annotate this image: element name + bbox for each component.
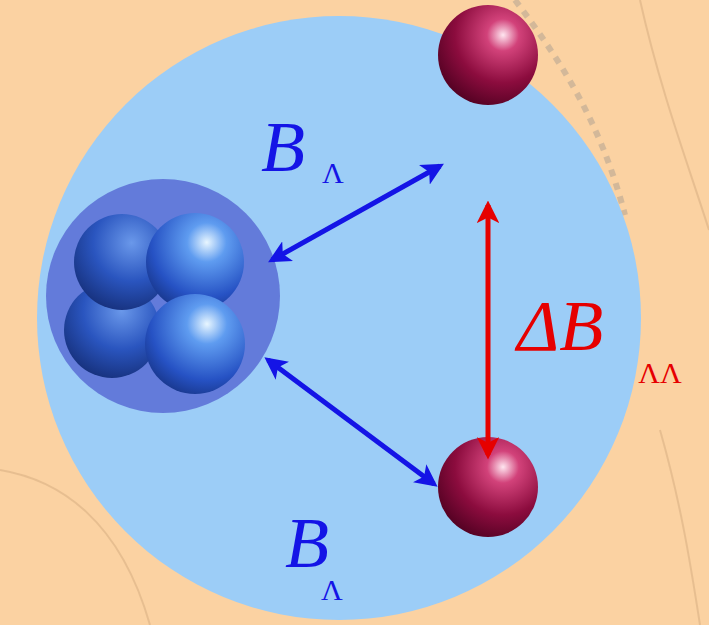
interaction-arrow (486, 205, 491, 455)
hyperon-sphere (438, 5, 538, 105)
binding-energy-symbol: B (261, 111, 305, 183)
binding-energy-symbol: B (285, 507, 329, 579)
subscript: Λ (322, 158, 344, 188)
subscript: ΛΛ (638, 358, 682, 388)
binding-arrow (268, 360, 434, 484)
hypernucleus-region (37, 16, 641, 620)
interaction-energy-symbol: ΔB (517, 290, 603, 362)
core-halo (46, 179, 280, 413)
nucleon-sphere (145, 294, 245, 394)
subscript: Λ (321, 575, 343, 605)
